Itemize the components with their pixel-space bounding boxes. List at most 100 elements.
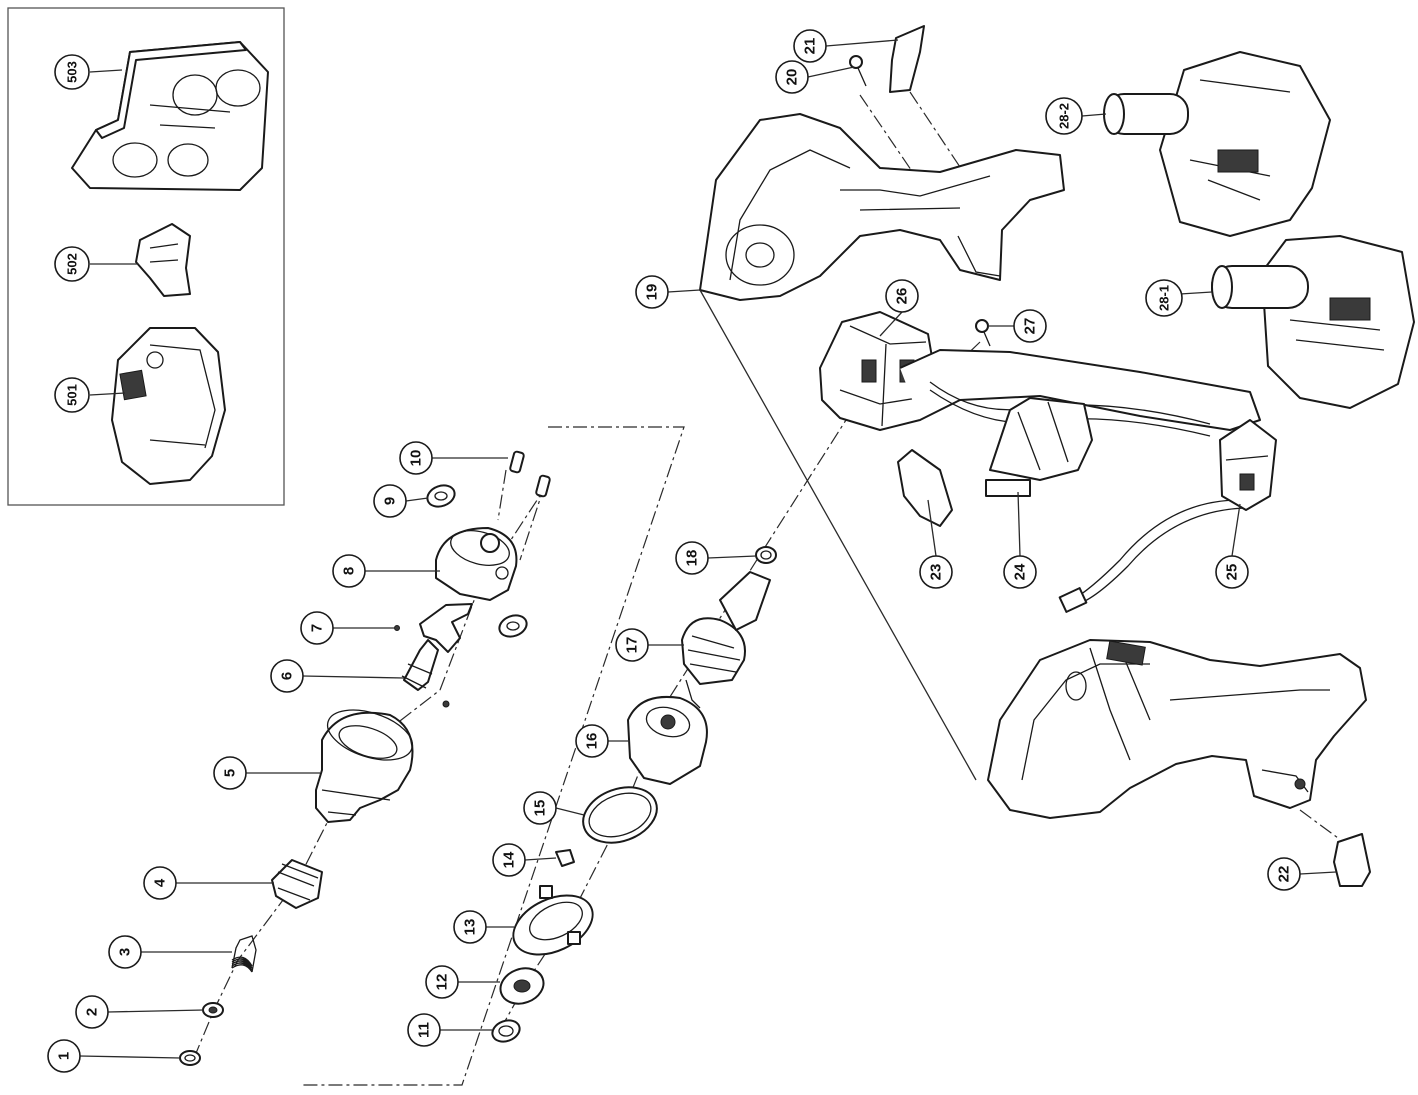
part-6-spindle [401, 639, 450, 708]
callout-10: 10 [399, 441, 433, 475]
callout-25: 25 [1215, 555, 1249, 589]
part-16-gear-case [627, 696, 708, 785]
part-7-anvil [394, 603, 473, 653]
callout-2-label: 2 [84, 1008, 101, 1016]
part-10-pins [509, 450, 551, 498]
callout-7-label: 7 [309, 624, 326, 632]
callout-16-label: 16 [584, 733, 601, 750]
callout-5: 5 [213, 756, 247, 790]
callout-9-label: 9 [382, 497, 399, 505]
callout-6-label: 6 [279, 672, 296, 680]
callout-1: 1 [47, 1039, 81, 1073]
callout-21: 21 [793, 29, 827, 63]
part-25-controller [1219, 419, 1277, 511]
part-17-armature [681, 571, 771, 709]
callout-501: 501 [54, 377, 90, 413]
callout-23: 23 [919, 555, 953, 589]
part-2-washer [202, 1002, 224, 1018]
callout-16: 16 [575, 724, 609, 758]
inset-frame [7, 7, 285, 506]
part-3-spring [231, 935, 257, 973]
part-24-switch [985, 397, 1093, 497]
part-23-trigger [897, 449, 953, 527]
callout-502: 502 [54, 246, 90, 282]
accessory-inset [7, 7, 285, 506]
callout-18-label: 18 [684, 550, 701, 567]
part-11-washer [491, 1019, 521, 1043]
callout-26-label: 26 [894, 288, 911, 305]
callout-4-label: 4 [152, 878, 169, 887]
part-12-bearing [499, 967, 545, 1005]
callout-12: 12 [425, 965, 459, 999]
wiring-harness [899, 349, 1261, 613]
callout-22-label: 22 [1276, 866, 1293, 883]
callout-12-label: 12 [434, 974, 451, 991]
part-20-screw [849, 55, 867, 87]
callout-8: 8 [332, 554, 366, 588]
part-19-housing-left [699, 113, 1065, 301]
callout-4: 4 [143, 866, 177, 900]
callout-21-label: 21 [802, 38, 819, 55]
callout-27: 27 [1013, 309, 1047, 343]
callout-11-label: 11 [416, 1022, 433, 1038]
part-9-planet-gear [426, 484, 528, 638]
part-5-housing-cup [315, 709, 414, 823]
callout-17: 17 [615, 628, 649, 662]
callout-13: 13 [453, 910, 487, 944]
callout-25-label: 25 [1224, 564, 1241, 581]
callout-22: 22 [1267, 857, 1301, 891]
callout-1-label: 1 [56, 1052, 73, 1060]
callout-27-label: 27 [1022, 318, 1039, 335]
part-22-side-cover [1333, 833, 1371, 887]
callout-23-label: 23 [928, 564, 945, 581]
callout-8-label: 8 [341, 567, 358, 575]
gear-assembly-boundary [300, 426, 685, 1086]
callout-28-1: 28-1 [1145, 279, 1183, 317]
part-502-belt-clip [135, 223, 191, 297]
callout-15: 15 [523, 791, 557, 825]
part-28-2-battery [1103, 51, 1331, 237]
callout-17-label: 17 [624, 637, 641, 654]
part-13-ring-gear [512, 885, 594, 956]
callout-28-2: 28-2 [1045, 97, 1083, 135]
callout-20: 20 [775, 60, 809, 94]
callout-28-2-label: 28-2 [1057, 103, 1072, 129]
callout-19: 19 [635, 275, 669, 309]
callout-501-label: 501 [65, 384, 80, 406]
part-22-housing-right [987, 639, 1367, 819]
part-501-charger [111, 327, 226, 485]
callout-503: 503 [54, 54, 90, 90]
part-15-o-ring [582, 786, 658, 844]
callout-15-label: 15 [532, 800, 549, 817]
callout-14-label: 14 [501, 851, 518, 868]
callout-18: 18 [675, 541, 709, 575]
callout-502-label: 502 [65, 253, 80, 275]
callout-10-label: 10 [408, 450, 425, 467]
part-28-1-battery [1211, 235, 1415, 409]
callout-19-label: 19 [644, 284, 661, 301]
callout-14: 14 [492, 843, 526, 877]
callout-20-label: 20 [784, 69, 801, 86]
callout-9: 9 [373, 484, 407, 518]
callout-24: 24 [1003, 555, 1037, 589]
part-1-washer [179, 1050, 201, 1066]
callout-28-1-label: 28-1 [1157, 285, 1172, 311]
callout-24-label: 24 [1012, 563, 1029, 580]
part-27-screw [975, 319, 991, 347]
callout-11: 11 [407, 1013, 441, 1047]
callout-3-label: 3 [117, 948, 134, 956]
callout-13-label: 13 [462, 919, 479, 936]
part-21-nameplate [889, 25, 925, 93]
part-503-carry-case [71, 41, 269, 191]
part-8-carrier [435, 527, 518, 601]
part-14-key [555, 849, 575, 867]
callout-26: 26 [885, 279, 919, 313]
callout-6: 6 [270, 659, 304, 693]
callout-5-label: 5 [222, 769, 239, 777]
part-18-fan [755, 546, 777, 564]
callout-leaders [79, 39, 1337, 1059]
callout-2: 2 [75, 995, 109, 1029]
part-4-gear-sleeve [271, 859, 323, 909]
callout-7: 7 [300, 611, 334, 645]
